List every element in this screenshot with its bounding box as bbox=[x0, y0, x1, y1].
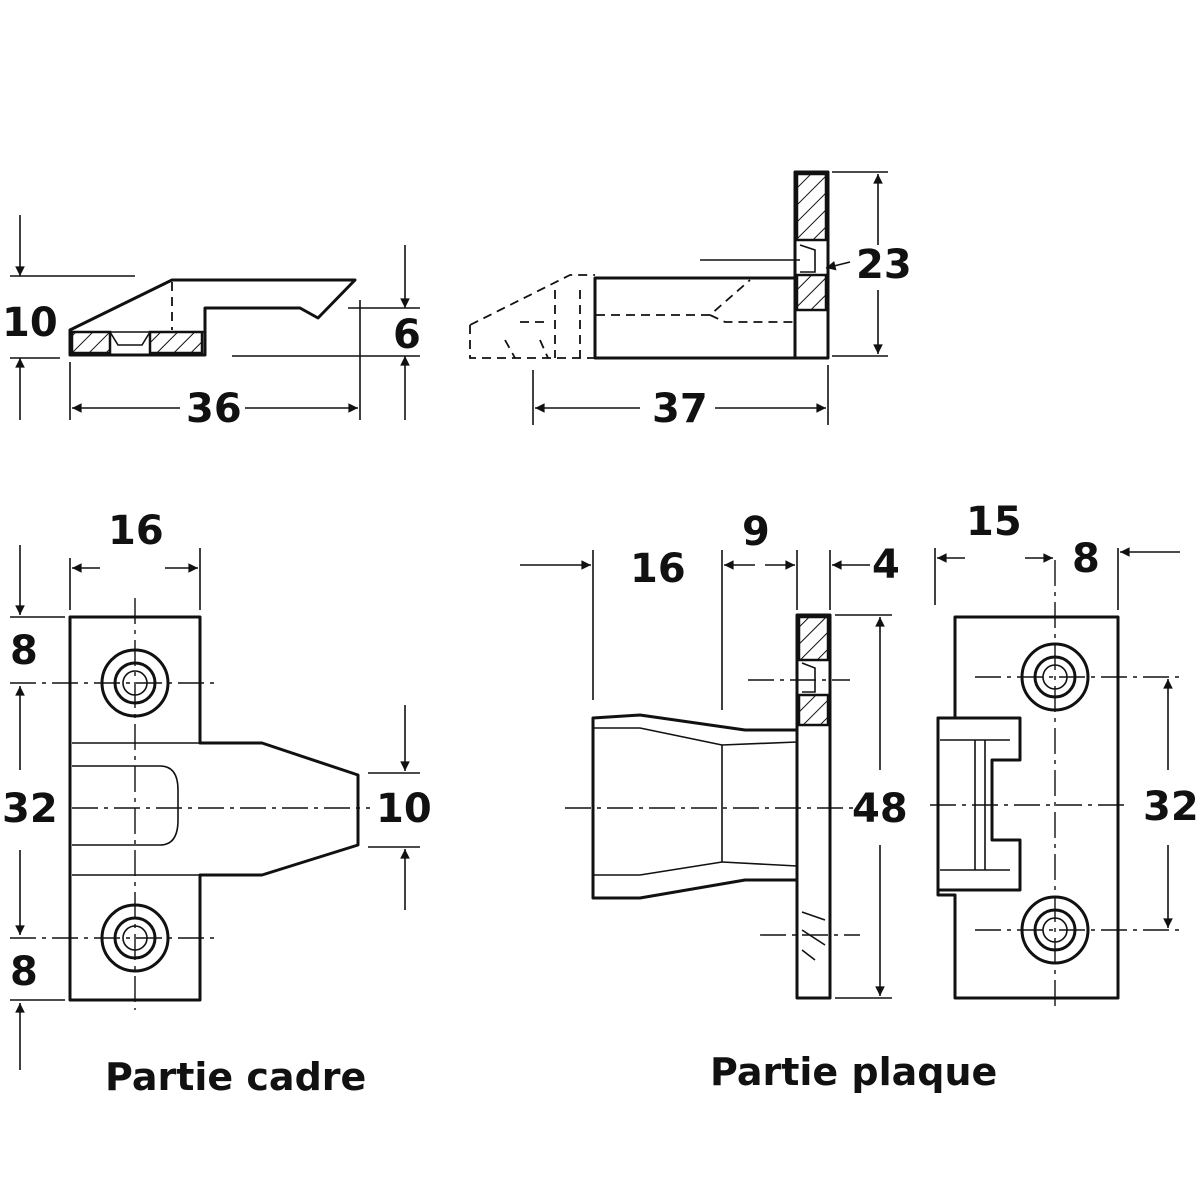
plate-part-side-view bbox=[469, 170, 888, 425]
dim-top-right-length: 37 bbox=[652, 386, 708, 432]
dim-plate-hole-spacing: 32 bbox=[1143, 784, 1199, 830]
dim-frame-width: 16 bbox=[108, 508, 164, 554]
dim-plate-body-depth: 9 bbox=[742, 509, 770, 555]
dim-plate-height-top: 23 bbox=[856, 242, 912, 288]
plate-part-section-view bbox=[520, 550, 892, 1000]
dim-frame-tongue-height: 10 bbox=[376, 786, 432, 832]
dim-frame-bottom-margin: 8 bbox=[10, 949, 38, 995]
frame-part-side-view bbox=[10, 215, 420, 420]
dim-frame-top-margin: 8 bbox=[10, 628, 38, 674]
dim-plate-offset: 16 bbox=[630, 546, 686, 592]
dim-plate-thickness: 4 bbox=[872, 542, 900, 588]
dim-frame-hole-spacing: 32 bbox=[2, 786, 58, 832]
dim-plate-height: 48 bbox=[852, 786, 908, 832]
dim-top-left-length: 36 bbox=[186, 386, 242, 432]
dim-top-left-tip-height: 6 bbox=[393, 312, 421, 358]
caption-frame-part: Partie cadre bbox=[105, 1055, 366, 1099]
dim-plate-edge-offset: 8 bbox=[1072, 536, 1100, 582]
plate-part-front-view bbox=[930, 547, 1185, 1010]
caption-plate-part: Partie plaque bbox=[710, 1050, 997, 1094]
frame-part-front-view bbox=[10, 545, 420, 1070]
dim-top-left-height: 10 bbox=[2, 300, 58, 346]
dim-plate-hole-offset: 15 bbox=[966, 499, 1022, 545]
